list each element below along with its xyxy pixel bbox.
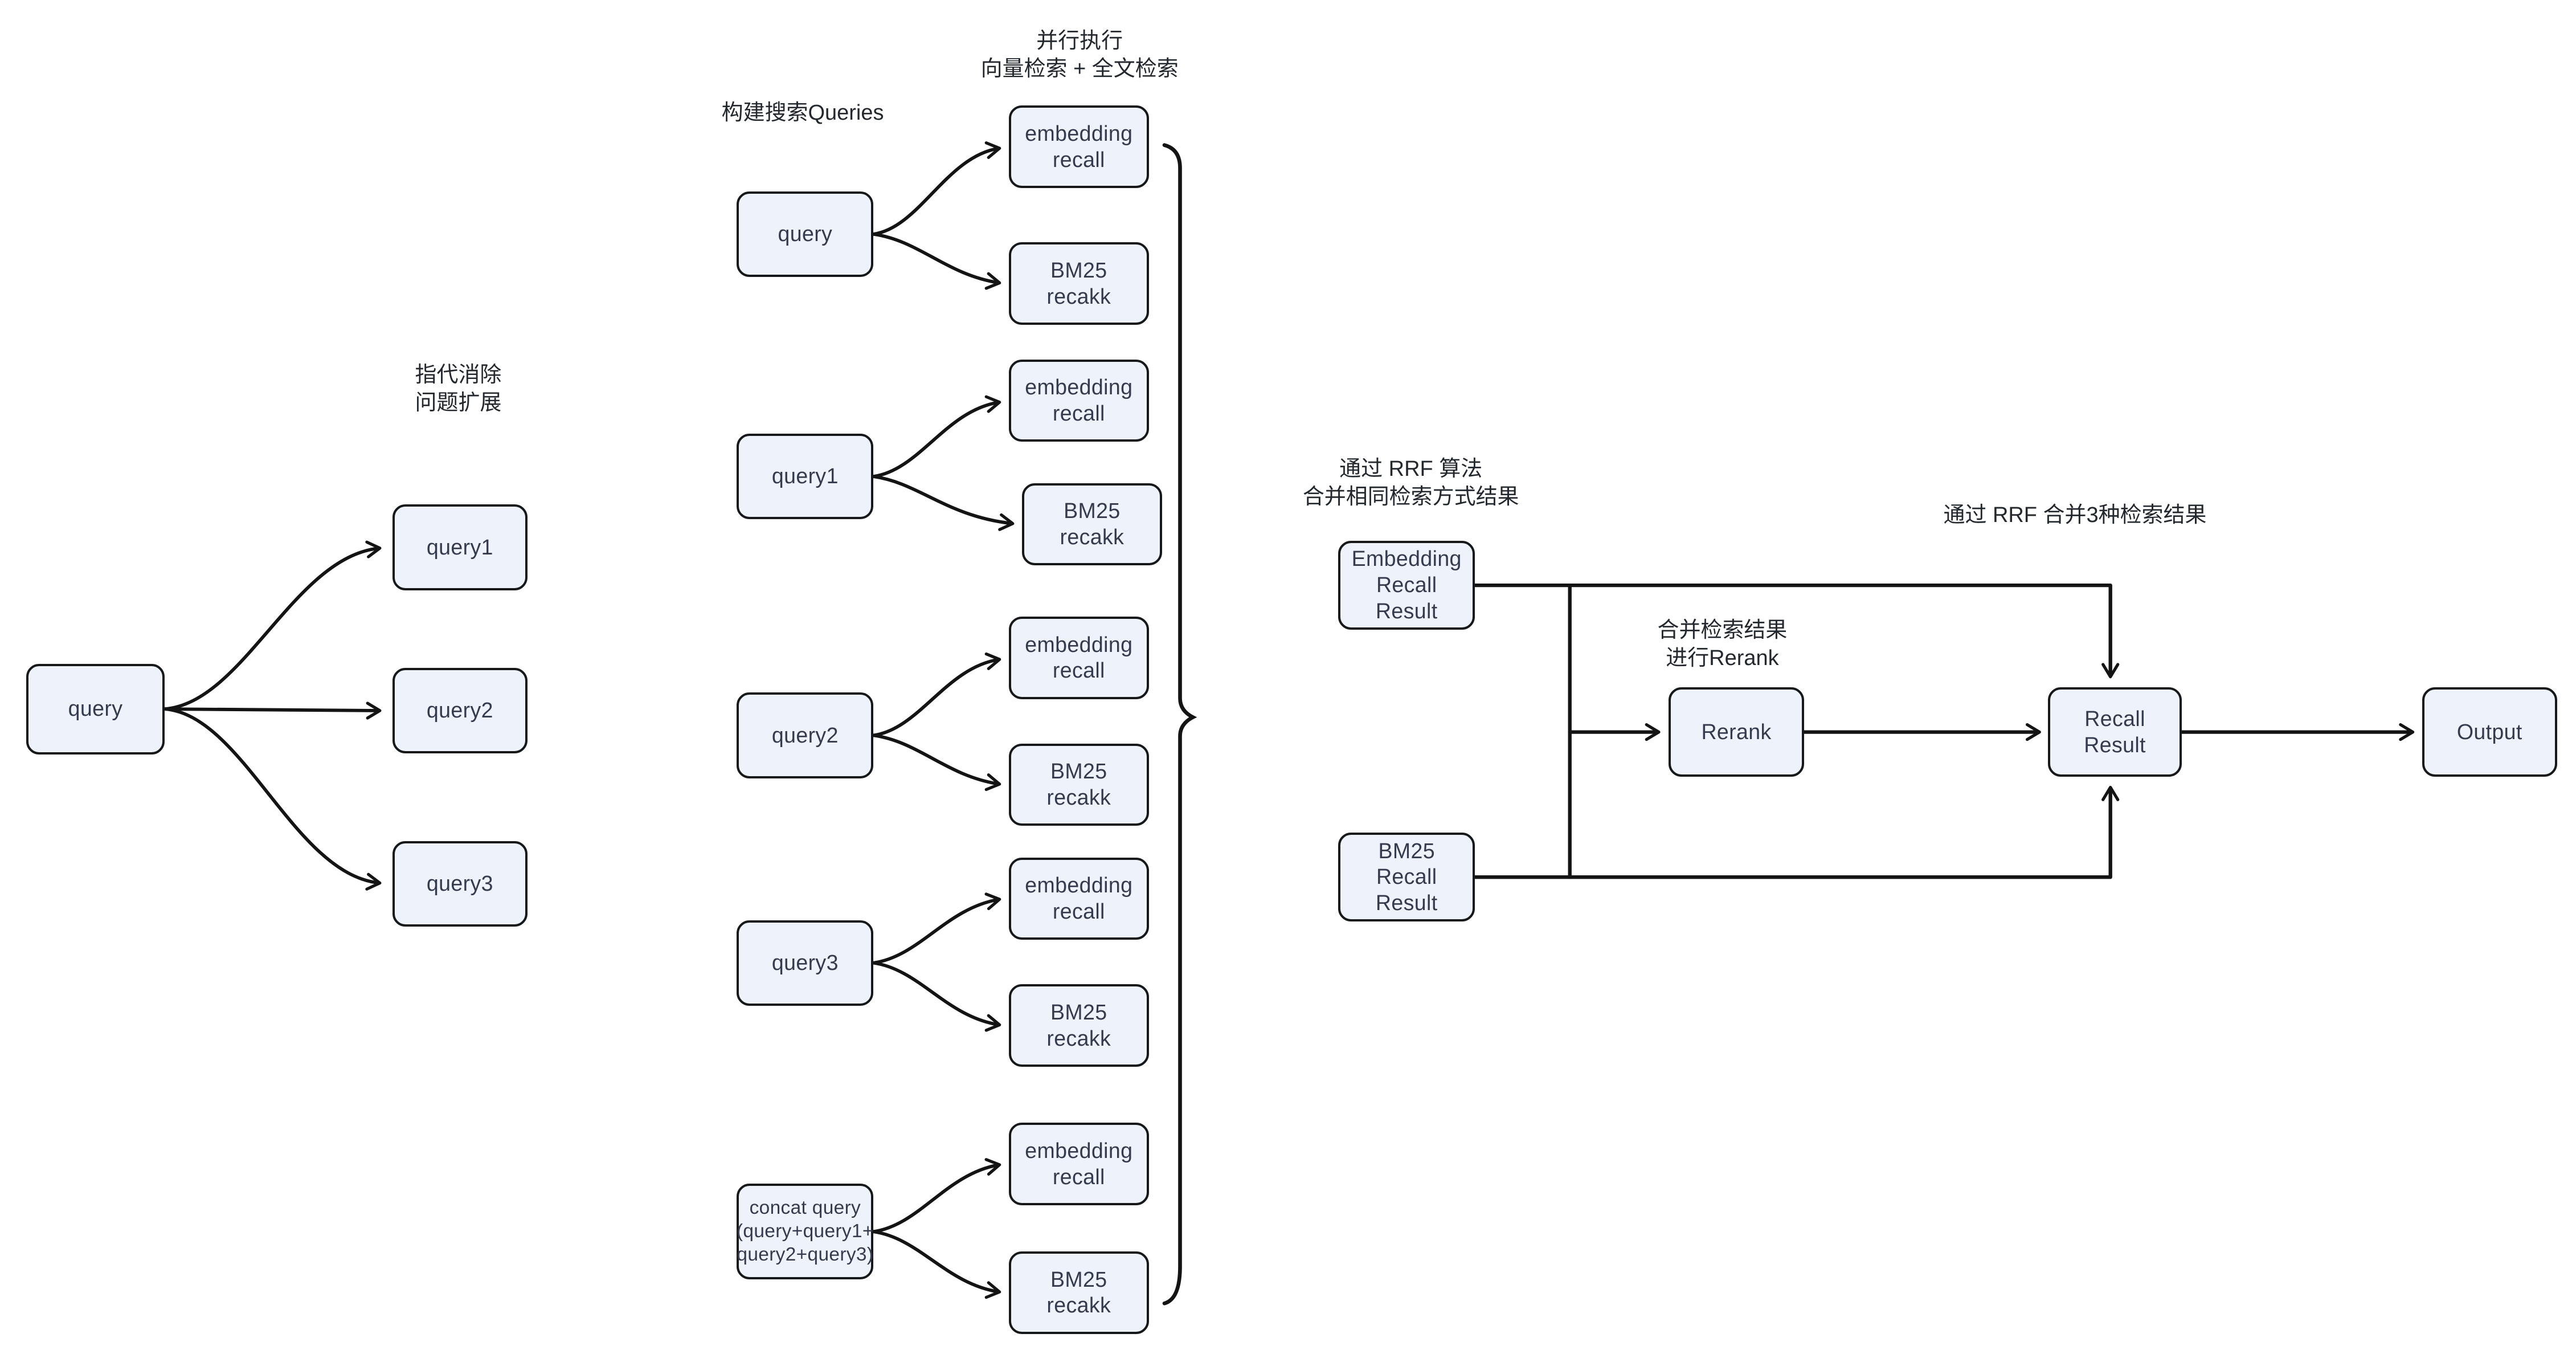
arrow-g1-embedding — [872, 141, 1001, 236]
node-output[interactable]: Output — [2422, 687, 2557, 777]
node-query-root[interactable]: query — [26, 663, 165, 755]
arrow-g3-bm25 — [872, 733, 1001, 792]
gather-brace — [1162, 143, 1197, 1306]
annotation-rrf-same: 通过 RRF 算法 合并相同检索方式结果 — [1302, 456, 1519, 509]
arrow-g1-bm25 — [872, 232, 1001, 290]
node-embedding-recall-3[interactable]: embedding recall — [1008, 616, 1149, 699]
node-mid-query3[interactable]: query3 — [737, 920, 874, 1006]
node-bm25-recall-2[interactable]: BM25 recakk — [1021, 483, 1162, 566]
annotation-build-queries: 构建搜索Queries — [721, 100, 884, 125]
arrow-g4-embedding — [872, 892, 1001, 965]
node-embedding-recall-4[interactable]: embedding recall — [1008, 857, 1149, 940]
node-bm25-recall-1[interactable]: BM25 recakk — [1008, 242, 1149, 325]
arrow-query-to-query1 — [163, 540, 382, 711]
annotation-stage1: 指代消除 问题扩展 — [415, 362, 502, 415]
arrow-g2-bm25 — [872, 475, 1015, 531]
node-query2[interactable]: query2 — [392, 667, 528, 754]
arrow-g5-embedding — [872, 1158, 1001, 1234]
node-embedding-recall-result[interactable]: Embedding Recall Result — [1338, 540, 1475, 630]
node-query3[interactable]: query3 — [392, 841, 528, 927]
node-embedding-recall-2[interactable]: embedding recall — [1008, 359, 1149, 442]
annotation-merge-rerank: 合并检索结果 进行Rerank — [1657, 618, 1788, 671]
node-embedding-recall-1[interactable]: embedding recall — [1008, 105, 1149, 188]
arrow-query-to-query2 — [163, 702, 382, 720]
node-bm25-recall-3[interactable]: BM25 recakk — [1008, 743, 1149, 826]
node-bm25-recall-5[interactable]: BM25 recakk — [1008, 1251, 1149, 1334]
arrow-g3-embedding — [872, 652, 1001, 737]
arrow-query-to-query3 — [163, 707, 382, 891]
arrow-g4-bm25 — [872, 961, 1001, 1032]
node-concat-query[interactable]: concat query (query+query1+ query2+query… — [737, 1184, 873, 1279]
node-query1[interactable]: query1 — [392, 504, 528, 590]
arrow-g5-bm25 — [872, 1230, 1001, 1299]
arrow-bm25-result-to-recall-result — [1473, 785, 2120, 879]
arrow-embedding-result-to-recall-result — [1473, 583, 2120, 679]
annotation-rrf-merge3: 通过 RRF 合并3种检索结果 — [1943, 503, 2207, 527]
node-recall-result[interactable]: Recall Result — [2048, 687, 2182, 777]
arrow-g2-embedding — [872, 395, 1001, 479]
node-rerank[interactable]: Rerank — [1669, 687, 1804, 777]
node-bm25-recall-result[interactable]: BM25 Recall Result — [1338, 833, 1475, 922]
annotation-parallel-exec: 并行执行 向量检索 + 全文检索 — [980, 28, 1179, 81]
node-embedding-recall-5[interactable]: embedding recall — [1008, 1123, 1149, 1206]
node-mid-query2[interactable]: query2 — [737, 692, 874, 778]
node-bm25-recall-4[interactable]: BM25 recakk — [1008, 984, 1149, 1067]
node-mid-query[interactable]: query — [737, 191, 874, 277]
node-mid-query1[interactable]: query1 — [737, 433, 874, 520]
